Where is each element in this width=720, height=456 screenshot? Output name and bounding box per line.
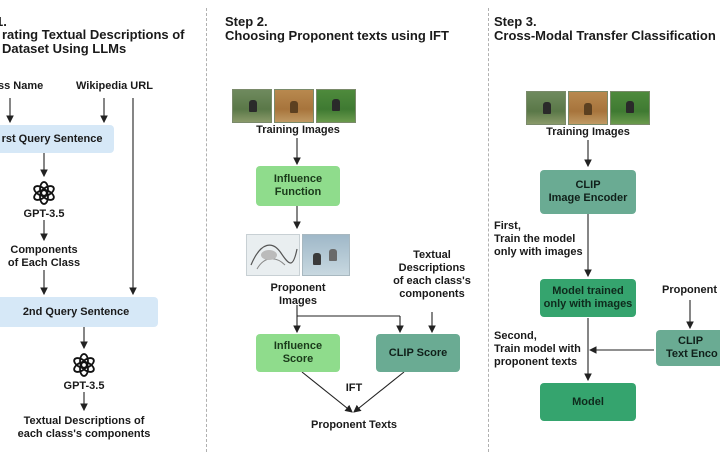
step1-title-line1: 1. <box>0 14 7 29</box>
model-trained-line1: Model trained <box>552 285 624 297</box>
first-line2: Train the model <box>494 233 576 245</box>
gpt-label-2: GPT-3.5 <box>63 380 105 392</box>
dog-silhouette-icon <box>584 103 592 115</box>
textual-descriptions-line3: of each class's <box>393 275 471 287</box>
clip-text-line1: CLIP <box>678 335 704 347</box>
sketch-graphic <box>250 244 298 270</box>
dog-silhouette-icon <box>329 249 337 261</box>
ift-label: IFT <box>345 382 363 394</box>
step1-title-line3: Dataset Using LLMs <box>2 41 127 56</box>
wikipedia-url-label: Wikipedia URL <box>76 80 153 92</box>
proponent-image-2 <box>302 234 350 276</box>
dog-silhouette-icon <box>332 99 340 111</box>
model-trained-box: Model trained only with images <box>540 279 636 317</box>
first-line3: only with images <box>494 246 583 258</box>
clip-image-line1: CLIP <box>575 179 601 191</box>
clip-image-encoder-box: CLIP Image Encoder <box>540 170 636 214</box>
second-line2: Train model with <box>494 343 581 355</box>
proponent-label: Proponent <box>662 284 717 296</box>
training-images-label: Training Images <box>546 126 630 138</box>
model-trained-line2: only with images <box>543 298 633 310</box>
divider-2 <box>488 8 489 452</box>
influence-score-line1: Influence <box>273 340 323 352</box>
clip-score-box: CLIP Score <box>376 334 460 372</box>
textual-descriptions-line1: Textual Descriptions of <box>23 415 145 427</box>
clip-text-line2: Text Enco <box>666 348 718 360</box>
components-line2: of Each Class <box>7 257 81 269</box>
dog-silhouette-icon <box>290 101 298 113</box>
dog-silhouette-icon <box>543 102 551 114</box>
training-image-dog-1 <box>232 89 272 123</box>
step2-title-line1: Step 2. <box>225 14 268 29</box>
components-line1: Components <box>10 244 78 256</box>
textual-descriptions-line2: each class's components <box>17 428 151 440</box>
second-line1: Second, <box>494 330 537 342</box>
openai-logo-icon <box>73 353 95 377</box>
gpt-label-1: GPT-3.5 <box>23 208 65 220</box>
step1-title-line2: rating Textual Descriptions of <box>2 27 185 42</box>
dog-silhouette-icon <box>626 101 634 113</box>
influence-score-box: Influence Score <box>256 334 340 372</box>
first-line1: First, <box>494 220 521 232</box>
influence-function-line1: Influence <box>273 173 323 185</box>
influence-score-line2: Score <box>282 353 314 365</box>
second-query-sentence-box: 2nd Query Sentence <box>0 297 158 327</box>
clip-image-line2: Image Encoder <box>548 192 628 204</box>
dog-silhouette-icon <box>249 100 257 112</box>
dog-silhouette-icon <box>313 253 321 265</box>
influence-function-box: Influence Function <box>256 166 340 206</box>
textual-descriptions-line4: components <box>399 288 465 300</box>
second-line3: proponent texts <box>494 356 578 368</box>
step3-title-line2: Cross-Modal Transfer Classification <box>494 28 716 43</box>
proponent-image-1 <box>246 234 300 276</box>
openai-logo-icon <box>33 181 55 205</box>
influence-function-line2: Function <box>274 186 322 198</box>
training-image-dog-3 <box>316 89 356 123</box>
training-images-label: Training Images <box>256 124 340 136</box>
model-box: Model <box>540 383 636 421</box>
divider-1 <box>206 8 207 452</box>
proponent-images-line2: Images <box>279 295 317 307</box>
first-query-sentence-box: rst Query Sentence <box>0 125 114 153</box>
clip-text-encoder-box: CLIP Text Enco <box>656 330 720 366</box>
training-image-dog-2 <box>568 91 608 125</box>
training-image-dog-3 <box>610 91 650 125</box>
training-image-dog-1 <box>526 91 566 125</box>
textual-descriptions-line1: Textual <box>413 249 451 261</box>
step3-title-line1: Step 3. <box>494 14 537 29</box>
class-name-label: ss Name <box>0 80 44 92</box>
proponent-images-line1: Proponent <box>270 282 326 294</box>
textual-descriptions-line2: Descriptions <box>398 262 466 274</box>
training-image-dog-2 <box>274 89 314 123</box>
step2-title-line2: Choosing Proponent texts using IFT <box>225 28 449 43</box>
proponent-texts-label: Proponent Texts <box>311 419 397 431</box>
